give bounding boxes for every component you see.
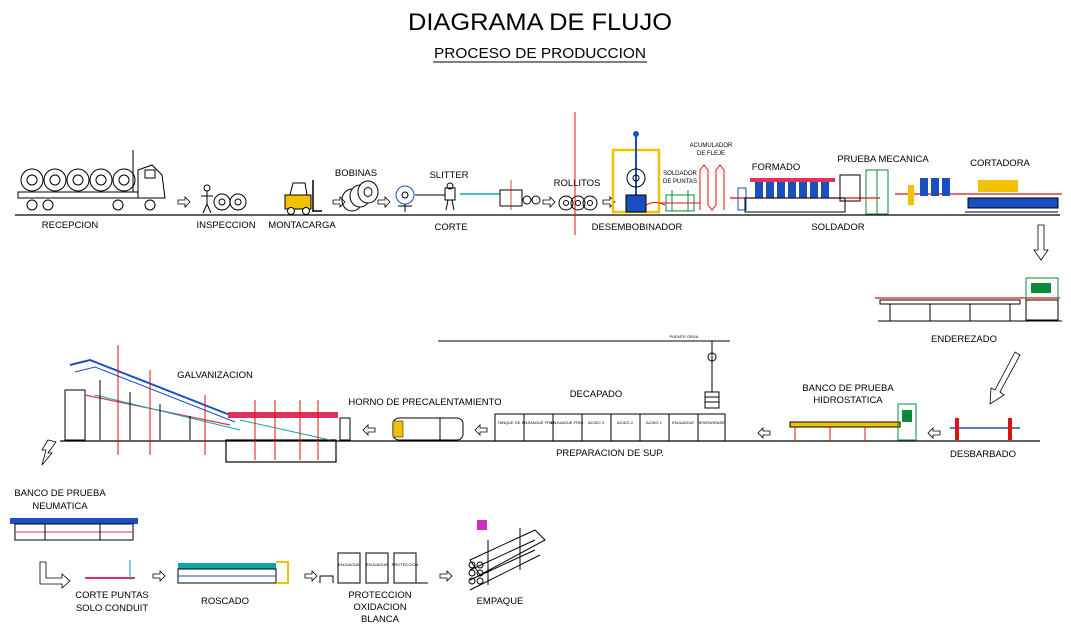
forming-mill-icon — [730, 170, 888, 214]
label-soldador: SOLDADOR — [811, 222, 864, 233]
tank-label: ENJUAGUE FRIO — [522, 420, 554, 425]
tank-label: TANQUE DE — [497, 420, 520, 425]
label-inspeccion: INSPECCION — [196, 220, 255, 231]
label-banco-neu-1: BANCO DE PRUEBA — [14, 488, 106, 499]
label-formado: FORMADO — [752, 162, 801, 173]
label-preparacion: PREPARACION DE SUP. — [556, 448, 664, 459]
flow-arrow — [305, 571, 317, 581]
diagram-title: DIAGRAMA DE FLUJO — [408, 9, 672, 36]
threading-machine-icon — [178, 562, 288, 583]
flow-arrow-down — [42, 440, 56, 465]
label-cortadora: CORTADORA — [970, 158, 1030, 169]
straightener-icon — [875, 278, 1062, 321]
hydrostatic-test-bench-icon — [790, 404, 916, 441]
label-horno: HORNO DE PRECALENTAMIENTO — [348, 397, 501, 408]
label-corte-puntas-2: SOLO CONDUIT — [76, 603, 149, 614]
flow-arrow — [153, 571, 165, 581]
tank-label: ACIDO 3 — [588, 420, 605, 425]
label-desbarbado: DESBARBADO — [950, 449, 1016, 460]
tank-label: ENJUAGUE FRIO — [551, 420, 583, 425]
tank-label: DESENGRASE — [697, 420, 725, 425]
flow-arrow-diagonal — [990, 352, 1020, 404]
deburring-icon — [950, 418, 1020, 440]
uncoiler-icon — [613, 131, 665, 212]
flow-arrow-left — [928, 428, 940, 438]
preheating-oven-icon — [393, 418, 463, 440]
galvanizing-line-icon — [65, 345, 350, 462]
label-proteccion-3: BLANCA — [361, 614, 400, 625]
label-slitter: SLITTER — [429, 170, 468, 181]
tank-label: ACIDO 2 — [617, 420, 634, 425]
label-recepcion: RECEPCION — [42, 220, 99, 231]
label-acumulador-2: DE FLEJE — [697, 151, 725, 157]
label-corte-puntas-1: CORTE PUNTAS — [75, 590, 149, 601]
flow-arrow-left — [758, 428, 770, 438]
label-proteccion-2: OXIDACION — [353, 602, 406, 613]
flow-arrow — [440, 571, 452, 581]
slitter-icon — [396, 180, 540, 212]
flow-arrow — [543, 197, 555, 207]
label-roscado: ROSCADO — [201, 596, 249, 607]
diagram-subtitle: PROCESO DE PRODUCCION — [434, 45, 646, 62]
protection-tanks — [320, 553, 428, 583]
small-coils-icon — [559, 196, 597, 210]
label-galvanizacion: GALVANIZACION — [177, 370, 253, 381]
label-rollitos: ROLLITOS — [554, 178, 601, 189]
tip-cutting-icon — [85, 560, 135, 580]
label-banco-hidro-1: BANCO DE PRUEBA — [802, 383, 894, 394]
label-puente-grua: PUENTE GRUA — [670, 334, 699, 339]
label-bobinas: BOBINAS — [335, 168, 377, 179]
pipe-bundle-icon — [469, 520, 545, 590]
protection-tank-label: ENJUAGUE — [366, 562, 388, 567]
tank-label: ACIDO 1 — [646, 420, 663, 425]
coils-icon — [342, 181, 378, 211]
label-decapado: DECAPADO — [570, 389, 623, 400]
label-corte: CORTE — [434, 222, 467, 233]
flow-arrow-left — [475, 425, 487, 435]
pneumatic-test-bench-icon — [10, 518, 138, 540]
label-banco-hidro-2: HIDROSTATICA — [813, 395, 883, 406]
label-prueba-mecanica: PRUEBA MECANICA — [837, 154, 929, 165]
crane-hook-icon — [705, 341, 719, 408]
label-desembobinador: DESEMBOBINADOR — [592, 222, 683, 233]
flow-arrow-down — [1034, 225, 1048, 260]
label-enderezado: ENDEREZADO — [931, 334, 997, 345]
flow-arrow — [378, 197, 390, 207]
forklift-icon — [285, 180, 322, 215]
truck-icon — [18, 150, 165, 210]
pickling-tanks — [495, 414, 725, 441]
flow-arrow-curved — [40, 562, 70, 588]
protection-tank-label: PROTECCION — [392, 562, 419, 567]
flow-arrow-left — [363, 425, 375, 435]
label-banco-neu-2: NEUMATICA — [32, 501, 88, 512]
inspector-icon — [201, 185, 246, 213]
cutter-icon — [895, 178, 1062, 212]
label-soldador-puntas-1: SOLDADOR — [663, 171, 697, 177]
flow-arrow — [178, 197, 190, 207]
label-acumulador-1: ACUMULADOR — [690, 143, 733, 149]
protection-tank-label: ENJUAGUE — [338, 562, 360, 567]
label-soldador-puntas-2: DE PUNTAS — [663, 179, 697, 185]
label-proteccion-1: PROTECCION — [348, 590, 411, 601]
label-empaque: EMPAQUE — [477, 596, 524, 607]
tank-label: ENJUAGUE — [672, 420, 694, 425]
accumulator-icon — [700, 165, 724, 210]
label-montacarga: MONTACARGA — [268, 220, 336, 231]
tip-welder-icon — [660, 190, 700, 211]
